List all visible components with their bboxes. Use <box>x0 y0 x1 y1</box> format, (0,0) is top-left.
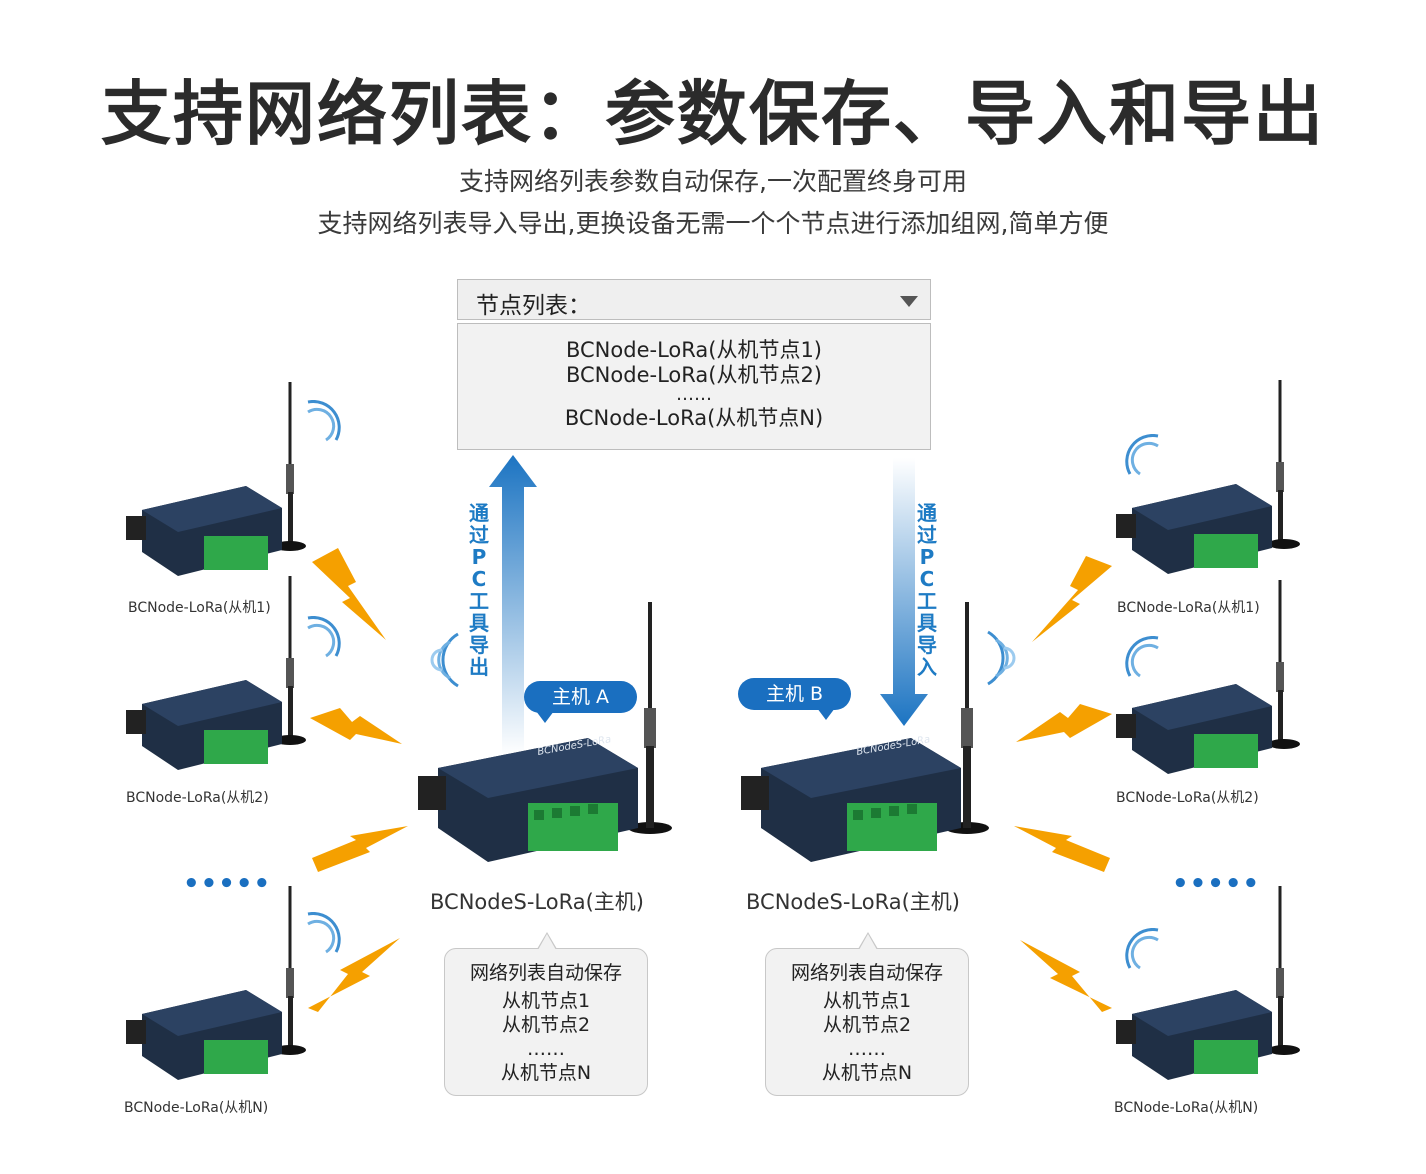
left-slave-label-n: BCNode-LoRa(从机N) <box>124 1100 269 1116</box>
subtitle-autosave: 支持网络列表参数自动保存,一次配置终身可用 <box>459 167 967 196</box>
node-list-panel: BCNode-LoRa(从机节点1) BCNode-LoRa(从机节点2) ……… <box>457 323 931 450</box>
save-box-title: 网络列表自动保存 <box>469 962 622 984</box>
save-box-item: 从机节点2 <box>501 1014 591 1036</box>
host-a-device: BCNodeS-LoRa <box>418 602 672 862</box>
left-slave-device-1 <box>126 382 306 576</box>
signal-waves-icon <box>430 632 459 688</box>
signal-waves-icon <box>987 630 1016 686</box>
signal-waves-icon <box>307 400 341 442</box>
left-slave-label-2: BCNode-LoRa(从机2) <box>126 790 269 806</box>
host-a-label: BCNodeS-LoRa(主机) <box>430 890 644 914</box>
lightning-icon <box>308 938 400 1012</box>
import-arrow-label: 通过PC工具导入 <box>917 501 937 679</box>
export-arrow-label: 通过PC工具导出 <box>469 501 489 679</box>
lightning-icon <box>1020 940 1112 1012</box>
signal-waves-icon <box>307 616 341 658</box>
right-slave-label-2: BCNode-LoRa(从机2) <box>1116 790 1259 806</box>
lightning-icon <box>1014 826 1110 872</box>
signal-waves-icon <box>1125 434 1159 476</box>
host-a-tag-label: 主机 A <box>552 686 610 708</box>
left-slave-device-2 <box>126 576 306 770</box>
host-a-tag: 主机 A <box>524 681 638 723</box>
right-slave-label-1: BCNode-LoRa(从机1) <box>1117 600 1260 616</box>
signal-waves-icon <box>1125 928 1159 970</box>
save-box-title: 网络列表自动保存 <box>790 962 943 984</box>
host-b-tag: 主机 B <box>738 678 852 720</box>
node-list-dropdown[interactable]: 节点列表： <box>457 279 931 320</box>
lightning-icon <box>312 826 408 872</box>
chevron-down-icon[interactable] <box>900 296 918 307</box>
right-ellipsis-dots: ••••• <box>1172 869 1261 899</box>
host-b-save-box: 网络列表自动保存 从机节点1 从机节点2 …… 从机节点N <box>765 932 969 1096</box>
lightning-icon <box>1032 556 1112 642</box>
right-slave-device-1 <box>1116 380 1300 574</box>
host-b-device: BCNodeS-LoRa <box>741 602 989 862</box>
node-list-item[interactable]: BCNode-LoRa(从机节点1) <box>565 338 822 362</box>
export-arrow-icon <box>489 455 537 755</box>
signal-waves-icon <box>307 912 341 954</box>
signal-waves-icon <box>1125 636 1159 678</box>
subtitle-import-export: 支持网络列表导入导出,更换设备无需一个个节点进行添加组网,简单方便 <box>317 209 1109 238</box>
lightning-icon <box>312 548 386 640</box>
left-slave-device-n <box>126 886 306 1080</box>
node-list-item[interactable]: BCNode-LoRa(从机节点2) <box>565 363 822 387</box>
page-title: 支持网络列表：参数保存、导入和导出 <box>101 73 1325 155</box>
save-box-ellipsis: …… <box>527 1038 565 1060</box>
host-a-save-box: 网络列表自动保存 从机节点1 从机节点2 …… 从机节点N <box>444 932 648 1096</box>
import-arrow-icon <box>880 458 928 726</box>
right-slave-label-n: BCNode-LoRa(从机N) <box>1114 1100 1259 1116</box>
left-ellipsis-dots: ••••• <box>183 869 272 899</box>
left-slave-label-1: BCNode-LoRa(从机1) <box>128 600 271 616</box>
node-list-ellipsis: …… <box>676 384 712 405</box>
node-list-item[interactable]: BCNode-LoRa(从机节点N) <box>564 406 824 430</box>
save-box-item: 从机节点1 <box>822 990 912 1012</box>
save-box-ellipsis: …… <box>848 1038 886 1060</box>
lightning-icon <box>310 708 402 744</box>
right-slave-device-n <box>1116 886 1300 1080</box>
save-box-item: 从机节点N <box>821 1062 913 1084</box>
save-box-item: 从机节点1 <box>501 990 591 1012</box>
dropdown-label: 节点列表： <box>476 293 591 319</box>
save-box-item: 从机节点N <box>500 1062 592 1084</box>
right-slave-device-2 <box>1116 580 1300 774</box>
host-b-tag-label: 主机 B <box>766 683 824 705</box>
lightning-icon <box>1016 704 1112 742</box>
host-b-label: BCNodeS-LoRa(主机) <box>746 890 960 914</box>
save-box-item: 从机节点2 <box>822 1014 912 1036</box>
